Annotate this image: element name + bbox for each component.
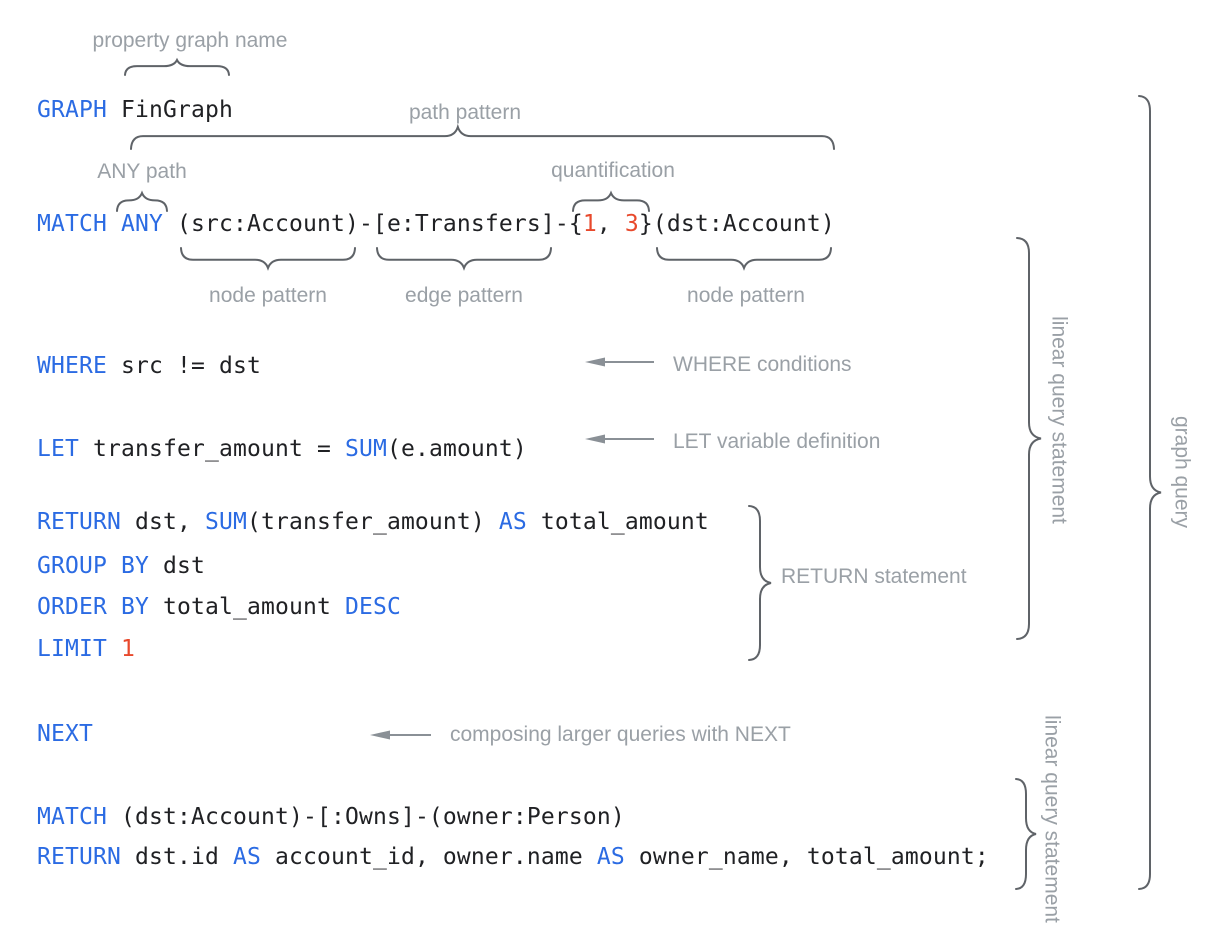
code-line-next: NEXT	[37, 720, 93, 748]
code-line-match-2: MATCH (dst:Account)-[:Owns]-(owner:Perso…	[37, 803, 625, 831]
code-segment-kw: RETURN	[37, 844, 121, 870]
node-pattern-brace-right	[656, 247, 832, 271]
code-line-return-2: RETURN dst.id AS account_id, owner.name …	[37, 843, 989, 871]
code-line-return: RETURN dst, SUM(transfer_amount) AS tota…	[37, 508, 709, 536]
code-segment-kw: SUM	[344, 436, 387, 462]
any-path-brace	[116, 190, 168, 212]
code-segment-kw: SUM	[204, 509, 247, 535]
code-segment-tx: FinGraph	[107, 97, 233, 123]
code-line-graph: GRAPH FinGraph	[37, 96, 233, 124]
code-segment-tx: (dst:Account)-[:Owns]-(owner:Person)	[107, 804, 625, 830]
code-segment-tx: dst,	[120, 509, 205, 535]
code-segment-tx: transfer_amount =	[79, 436, 345, 462]
linear-query-statement-brace-2	[1015, 778, 1037, 890]
code-segment-kw: LET	[37, 436, 79, 462]
code-segment-tx: account_id, owner.name	[260, 844, 597, 870]
next-compose-arrow	[370, 730, 431, 740]
code-line-order-by: ORDER BY total_amount DESC	[37, 593, 401, 621]
code-segment-tx: (transfer_amount)	[246, 509, 499, 535]
code-segment-kw: WHERE	[37, 353, 107, 379]
code-line-match: MATCH ANY (src:Account)-[e:Transfers]-{1…	[37, 210, 835, 238]
label-graph-query: graph query	[1170, 415, 1194, 529]
code-line-limit: LIMIT 1	[37, 635, 135, 663]
label-linear-query-statement-2: linear query statement	[1040, 715, 1064, 923]
graph-query-brace	[1138, 95, 1162, 890]
let-variable-arrow	[585, 434, 654, 444]
code-segment-tx: ,	[596, 211, 625, 237]
label-property-graph-name: property graph name	[92, 29, 288, 52]
code-segment-kw: MATCH ANY	[37, 211, 163, 237]
code-segment-kw: LIMIT	[37, 636, 107, 662]
label-node-pattern-right: node pattern	[687, 284, 805, 307]
code-segment-num: 1	[582, 211, 597, 237]
label-any-path: ANY path	[97, 160, 187, 183]
label-composing-with-next: composing larger queries with NEXT	[450, 723, 791, 746]
code-line-let: LET transfer_amount = SUM(e.amount)	[37, 435, 527, 463]
code-segment-tx: owner_name, total_amount;	[624, 844, 989, 870]
code-segment-num: 1	[121, 636, 135, 662]
code-segment-tx: src != dst	[107, 353, 261, 379]
code-segment-kw: GRAPH	[37, 97, 107, 123]
label-path-pattern: path pattern	[408, 101, 522, 124]
code-segment-tx: (src:Account)-[e:Transfers]-{	[162, 211, 583, 237]
code-segment-kw: MATCH	[37, 804, 107, 830]
code-segment-kw: DESC	[344, 594, 401, 620]
linear-query-statement-brace-1	[1016, 237, 1042, 640]
where-conditions-arrow	[585, 357, 654, 367]
property-graph-name-brace	[124, 57, 230, 76]
node-pattern-brace-left	[180, 247, 356, 271]
label-let-variable-definition: LET variable definition	[673, 430, 881, 453]
code-segment-tx: total_amount	[526, 509, 709, 535]
code-segment-tx	[107, 636, 121, 662]
edge-pattern-brace	[376, 247, 552, 271]
code-segment-tx: dst	[148, 553, 205, 579]
label-edge-pattern: edge pattern	[405, 284, 523, 307]
label-node-pattern-left: node pattern	[209, 284, 327, 307]
code-segment-tx: dst.id	[120, 844, 233, 870]
code-segment-kw: NEXT	[37, 721, 93, 747]
code-line-where: WHERE src != dst	[37, 352, 261, 380]
code-segment-kw: AS	[498, 509, 527, 535]
code-segment-kw: AS	[596, 844, 625, 870]
label-where-conditions: WHERE conditions	[673, 353, 852, 376]
code-segment-kw: AS	[232, 844, 261, 870]
code-segment-tx: }(dst:Account)	[638, 211, 835, 237]
return-statement-brace	[748, 505, 772, 661]
label-return-statement: RETURN statement	[781, 565, 967, 588]
code-segment-kw: RETURN	[37, 509, 121, 535]
path-pattern-brace	[130, 123, 835, 150]
code-line-group-by: GROUP BY dst	[37, 552, 205, 580]
code-segment-kw: GROUP BY	[37, 553, 149, 579]
label-linear-query-statement-1: linear query statement	[1047, 316, 1071, 524]
quantification-brace	[572, 190, 650, 212]
code-segment-tx: total_amount	[148, 594, 345, 620]
code-segment-kw: ORDER BY	[37, 594, 149, 620]
label-quantification: quantification	[551, 159, 675, 182]
code-segment-tx: (e.amount)	[386, 436, 527, 462]
code-segment-num: 3	[624, 211, 639, 237]
